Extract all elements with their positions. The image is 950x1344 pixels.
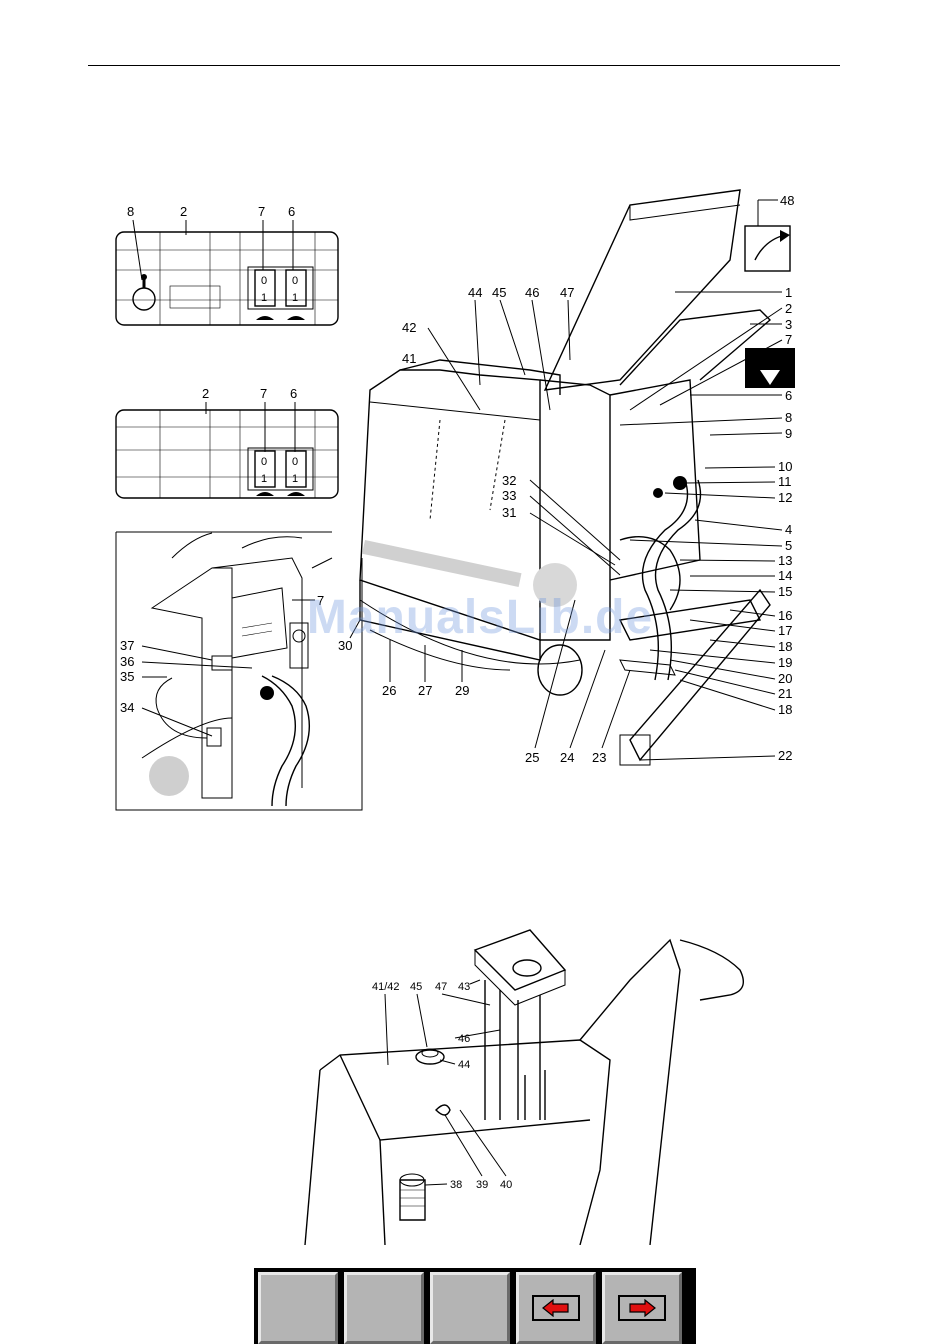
label-22: 22: [778, 748, 792, 763]
label-46: 46: [525, 285, 539, 300]
label-26: 26: [382, 683, 396, 698]
label-42: 42: [402, 320, 416, 335]
label-47: 47: [560, 285, 574, 300]
label-40: 40: [500, 1179, 512, 1191]
label-1: 1: [785, 285, 792, 300]
svg-text:0: 0: [261, 456, 267, 468]
svg-text:1: 1: [292, 473, 298, 485]
label-31: 31: [502, 505, 516, 520]
tank-interior-figure: 41/42 45 47 43 46 44 38 39 40: [300, 920, 780, 1245]
label-46: 46: [458, 1033, 470, 1045]
svg-text:1: 1: [292, 292, 298, 304]
label-47: 47: [435, 981, 447, 993]
label-16: 16: [778, 608, 792, 623]
next-page-button[interactable]: [602, 1272, 682, 1344]
label-2: 2: [202, 386, 209, 401]
previous-page-button[interactable]: [516, 1272, 596, 1344]
label-23: 23: [592, 750, 606, 765]
label-10: 10: [778, 459, 792, 474]
vacuum-icon: [287, 492, 305, 496]
label-7: 7: [785, 332, 792, 347]
label-13: 13: [778, 553, 792, 568]
label-45: 45: [492, 285, 506, 300]
cable-detail-figure: 7 37 36 35 34: [112, 528, 364, 812]
vacuum-icon: [287, 316, 305, 320]
label-41-42: 41/42: [372, 981, 400, 993]
machine-overview-figure: 44 45 46 47 42 41 32 33 31 48 1 2 3 7 6 …: [330, 180, 810, 780]
top-rule: [88, 65, 840, 66]
key-switch-icon: [133, 288, 155, 310]
svg-text:1: 1: [261, 473, 267, 485]
label-9: 9: [785, 426, 792, 441]
nav-blank-button-1[interactable]: [258, 1272, 338, 1344]
label-19: 19: [778, 655, 792, 670]
label-6: 6: [785, 388, 792, 403]
red-right-arrow-icon: [627, 1299, 657, 1317]
label-44: 44: [468, 285, 482, 300]
label-38: 38: [450, 1179, 462, 1191]
label-37: 37: [120, 638, 134, 653]
label-15: 15: [778, 584, 792, 599]
label-20: 20: [778, 671, 792, 686]
label-36: 36: [120, 654, 134, 669]
label-48: 48: [780, 193, 794, 208]
label-5: 5: [785, 538, 792, 553]
nav-blank-button-2[interactable]: [344, 1272, 424, 1344]
nav-blank-button-3[interactable]: [430, 1272, 510, 1344]
label-33: 33: [502, 488, 516, 503]
label-18b: 18: [778, 702, 792, 717]
label-7: 7: [260, 386, 267, 401]
label-7: 7: [258, 204, 265, 219]
brush-icon: [256, 316, 274, 320]
svg-text:0: 0: [261, 275, 267, 287]
control-panel-b-figure: 2 7 6 0 1 0 1: [100, 382, 350, 502]
label-21: 21: [778, 686, 792, 701]
control-panel-a-figure: 8 2 7 6 0 1 0 1: [100, 200, 350, 330]
label-4: 4: [785, 522, 792, 537]
label-8: 8: [785, 410, 792, 425]
svg-text:0: 0: [292, 275, 298, 287]
svg-text:1: 1: [261, 292, 267, 304]
label-34: 34: [120, 700, 134, 715]
label-24: 24: [560, 750, 574, 765]
label-6: 6: [288, 204, 295, 219]
red-left-arrow-icon: [541, 1299, 571, 1317]
label-2: 2: [180, 204, 187, 219]
label-35: 35: [120, 669, 134, 684]
brush-icon: [256, 492, 274, 496]
label-45: 45: [410, 981, 422, 993]
label-32: 32: [502, 473, 516, 488]
svg-text:0: 0: [292, 456, 298, 468]
label-41: 41: [402, 351, 416, 366]
label-17: 17: [778, 623, 792, 638]
label-12: 12: [778, 490, 792, 505]
label-14: 14: [778, 568, 792, 583]
label-44: 44: [458, 1059, 470, 1071]
label-25: 25: [525, 750, 539, 765]
label-7: 7: [317, 593, 324, 608]
label-29: 29: [455, 683, 469, 698]
label-3: 3: [785, 317, 792, 332]
label-6: 6: [290, 386, 297, 401]
label-2: 2: [785, 301, 792, 316]
label-18: 18: [778, 639, 792, 654]
label-39: 39: [476, 1179, 488, 1191]
label-27: 27: [418, 683, 432, 698]
label-11: 11: [778, 474, 792, 489]
label-43: 43: [458, 981, 470, 993]
label-30: 30: [338, 638, 352, 653]
navigation-bar: [254, 1268, 696, 1344]
label-8: 8: [127, 204, 134, 219]
